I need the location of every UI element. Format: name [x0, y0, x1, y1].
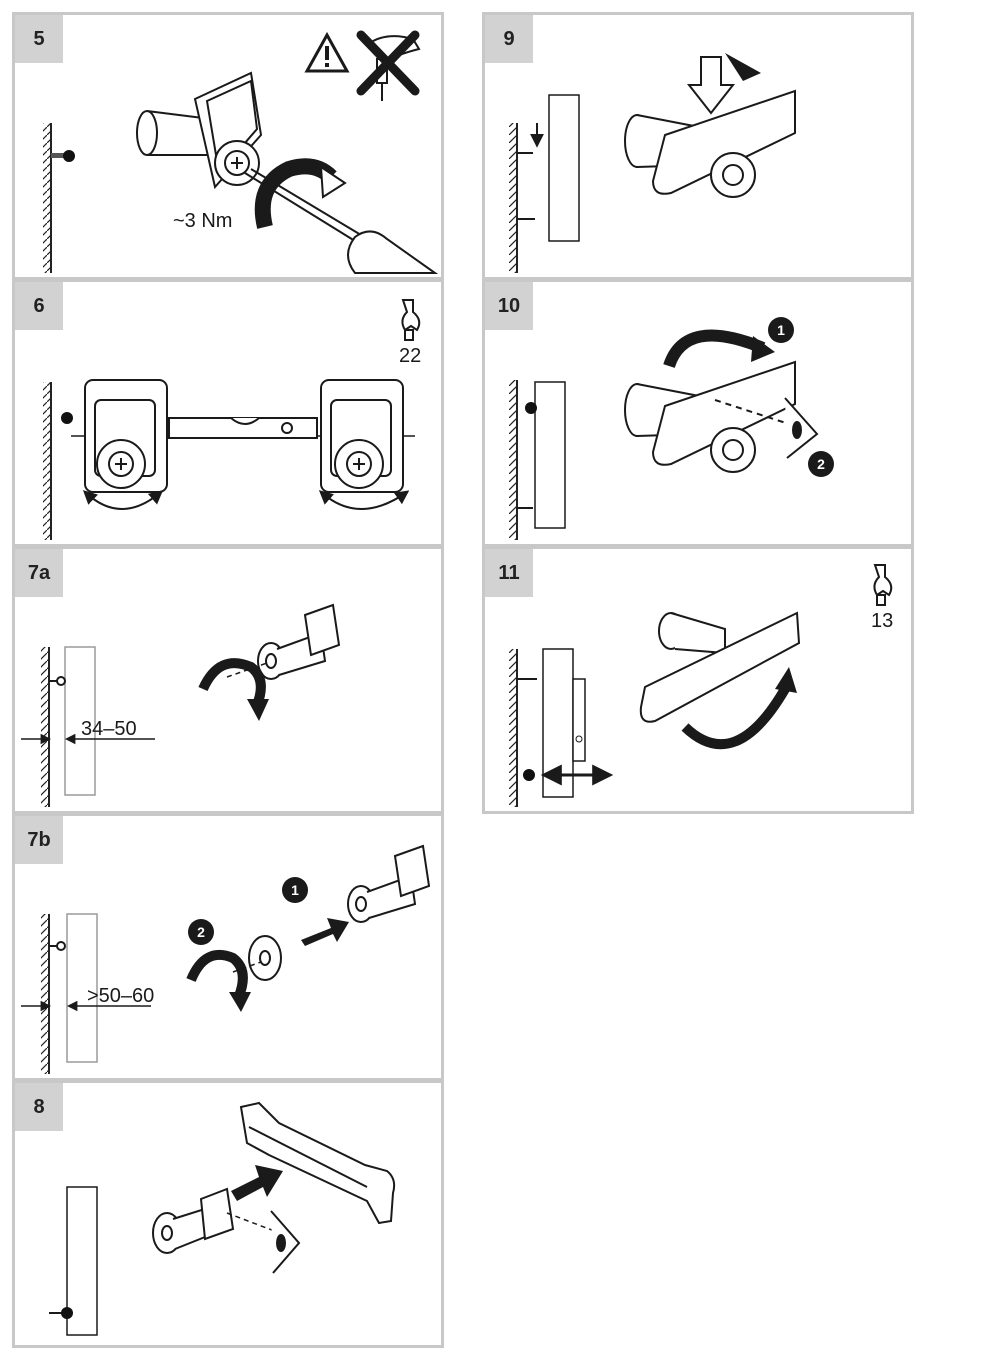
callout-1-label: 1 [291, 882, 299, 898]
rotate-arrow-icon [198, 658, 266, 707]
support-bracket [239, 1101, 396, 1225]
spirit-level [168, 417, 318, 439]
step-number: 7b [15, 816, 63, 864]
wrench-size-label: 13 [871, 610, 893, 632]
wall-bolt [51, 150, 75, 162]
rotate-arrow-icon [318, 490, 410, 510]
radiator-side [548, 94, 580, 242]
wall [509, 123, 518, 273]
panel-step-7a: 7a 34–50 [12, 546, 444, 814]
rotate-arrow-icon [663, 329, 766, 369]
step-number: 9 [485, 15, 533, 63]
push-arrow-icon [231, 1165, 283, 1201]
callout-2-label: 2 [197, 924, 205, 940]
distance-label: >50–60 [87, 985, 154, 1007]
panel-step-5: 5 [12, 12, 444, 280]
spacer-bolt [347, 844, 431, 923]
no-drill-icon [356, 30, 421, 101]
radiator-side [534, 381, 566, 529]
warning-triangle-icon [304, 31, 350, 73]
distance-label: 34–50 [81, 718, 137, 740]
wrench-icon [873, 564, 893, 606]
callout-2 [808, 451, 834, 477]
step-number: 5 [15, 15, 63, 63]
wall-bolt [523, 769, 535, 781]
washer [248, 935, 282, 981]
bracket-assembly [136, 71, 263, 190]
callout-2-label: 2 [817, 456, 825, 472]
spacer-bolt [152, 1187, 235, 1254]
bracket-assembly [639, 611, 801, 723]
bracket-assembly [624, 360, 796, 473]
bracket-left [84, 379, 168, 493]
spacer-bolt [257, 603, 341, 680]
step-number: 10 [485, 282, 533, 330]
rotate-arrow-icon [186, 949, 248, 998]
rotate-arrow-icon [681, 686, 790, 750]
wrench-size-label: 22 [399, 345, 421, 367]
wall-bolt [49, 941, 66, 951]
radiator-side [66, 913, 98, 1063]
radiator-side [64, 646, 96, 796]
panel-step-7b: 7b >50–60 1 2 [12, 813, 444, 1081]
torque-label: ~3 Nm [173, 210, 232, 232]
panel-step-11: 11 13 [482, 546, 914, 814]
wrench-icon [401, 299, 421, 341]
panel-step-8: 8 [12, 1080, 444, 1348]
wall [41, 647, 50, 807]
push-arrow-icon [686, 53, 761, 115]
spirit-level-vertical [572, 678, 586, 762]
bracket-right [320, 379, 404, 493]
rotate-arrow-icon [254, 158, 347, 229]
callout-1 [282, 877, 308, 903]
step-number: 8 [15, 1083, 63, 1131]
wall [509, 649, 518, 807]
wall [43, 382, 52, 540]
push-arrow-icon [301, 918, 349, 946]
wall [41, 914, 50, 1074]
wall-bolt [61, 412, 73, 424]
wall [509, 380, 518, 540]
wall-bolt [49, 676, 66, 686]
sight-line [226, 1212, 286, 1236]
panel-step-10: 10 1 2 [482, 279, 914, 547]
wall-bolt [49, 1307, 73, 1319]
sight-line [714, 399, 790, 425]
wall-bolt [525, 402, 537, 414]
eye-icon [784, 397, 819, 459]
panel-step-6: 6 22 [12, 279, 444, 547]
wall-bolts [517, 123, 544, 220]
step-number: 7a [15, 549, 63, 597]
rotate-arrow-icon [82, 490, 164, 510]
step-number: 11 [485, 549, 533, 597]
callout-1 [768, 317, 794, 343]
callout-1-label: 1 [777, 322, 785, 338]
panel-step-9: 9 [482, 12, 914, 280]
wall [43, 123, 52, 273]
bracket-assembly [624, 89, 796, 198]
callout-2 [188, 919, 214, 945]
eye-icon [270, 1210, 301, 1274]
step-number: 6 [15, 282, 63, 330]
